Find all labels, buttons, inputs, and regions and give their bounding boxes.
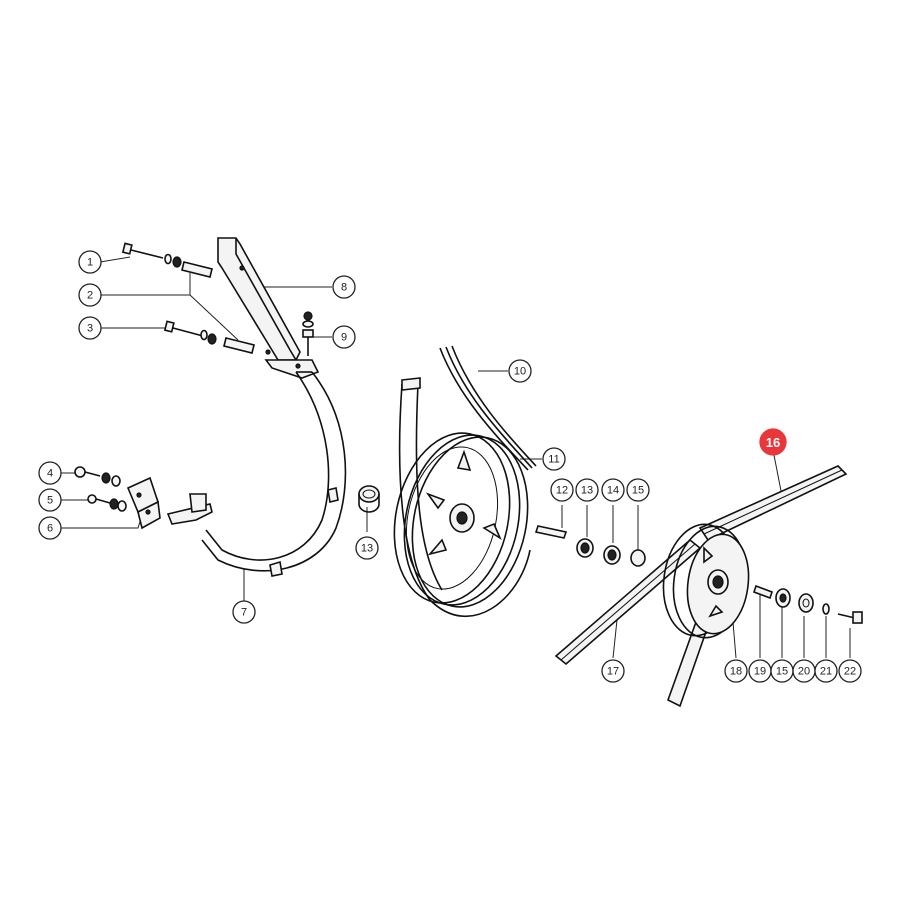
callout-circle [332,325,356,349]
nut-15-right [775,588,791,608]
callout-22: 22 [838,659,862,683]
callout-circle [542,447,566,471]
bearing-14 [603,545,621,565]
callout-circle [78,250,102,274]
key-19 [752,584,774,600]
callout-circle [814,659,838,683]
callout-label: 8 [341,282,347,294]
callout-16-highlighted: 16 [759,428,787,456]
callout-14: 14 [601,478,625,502]
washer-21 [822,603,830,615]
callout-19: 19 [748,659,772,683]
key-12 [534,525,568,539]
callout-12: 12 [550,478,574,502]
callout-label: 16 [766,435,780,450]
guard-strap-7 [166,371,347,577]
v-belt-16 [698,465,848,542]
callout-circle [601,659,625,683]
bracket-8 [217,237,320,379]
callout-label: 11 [548,454,559,466]
callout-label: 13 [581,485,593,497]
callout-circle [601,478,625,502]
pins-2 [181,261,255,354]
callout-label: 7 [241,607,247,619]
callout-label: 10 [514,366,526,378]
callout-13: 13 [575,478,599,502]
callout-label: 12 [556,485,568,497]
callout-label: 15 [776,666,788,678]
washer-20 [798,593,814,613]
bracket-6 [126,476,161,530]
callout-label: 6 [47,523,53,535]
callout-21: 21 [814,659,838,683]
callout-15: 15 [770,659,794,683]
callout-label: 14 [607,485,619,497]
callout-label: 19 [754,666,766,678]
callout-circle [626,478,650,502]
callout-label: 21 [820,666,832,678]
callout-label: 15 [632,485,644,497]
callout-17: 17 [601,659,625,683]
callout-9: 9 [332,325,356,349]
callout-label: 1 [87,257,93,269]
callout-label: 18 [730,666,742,678]
callout-circle [838,659,862,683]
callout-5: 5 [38,488,62,512]
bolt-5-assembly [87,494,127,512]
bolt-1-assembly [121,242,182,268]
callout-7: 7 [232,600,256,624]
bolt-3-assembly [163,320,217,345]
v-belt-17 [554,538,710,708]
callout-13: 13 [355,536,379,560]
callout-label: 20 [798,666,810,678]
callout-15: 15 [626,478,650,502]
callout-circle [38,488,62,512]
bolt-4-assembly [74,466,121,487]
callout-11: 11 [542,447,566,471]
bushing-13-left [358,485,380,513]
callout-circle [38,461,62,485]
leader-lines [61,256,851,659]
callout-10: 10 [508,359,532,383]
callout-circle [508,359,532,383]
callout-circle [724,659,748,683]
bolt-22 [837,611,863,624]
callout-circle [78,316,102,340]
callout-18: 18 [724,659,748,683]
callout-circle [332,275,356,299]
callout-6: 6 [38,516,62,540]
bolt-9-assembly [302,311,314,356]
callout-label: 9 [341,332,347,344]
callout-circle [355,536,379,560]
callout-circle [232,600,256,624]
callout-label: 17 [607,666,619,678]
callout-circle [575,478,599,502]
callout-3: 3 [78,316,102,340]
callout-label: 4 [47,468,53,480]
callout-8: 8 [332,275,356,299]
callout-1: 1 [78,250,102,274]
callout-20: 20 [792,659,816,683]
callout-circle [759,428,787,456]
bushing-15 [630,549,646,567]
callout-circle [78,283,102,307]
large-pulley-11 [393,432,529,608]
callout-label: 13 [361,543,373,555]
callout-circle [38,516,62,540]
v-belt-10 [398,345,537,618]
callout-circle [550,478,574,502]
callout-2: 2 [78,283,102,307]
small-pulley-18 [662,523,750,639]
bearing-13 [576,538,594,558]
callout-label: 5 [47,495,53,507]
callout-4: 4 [38,461,62,485]
callout-label: 3 [87,323,93,335]
callout-label: 22 [844,666,856,678]
callout-label: 2 [87,290,93,302]
